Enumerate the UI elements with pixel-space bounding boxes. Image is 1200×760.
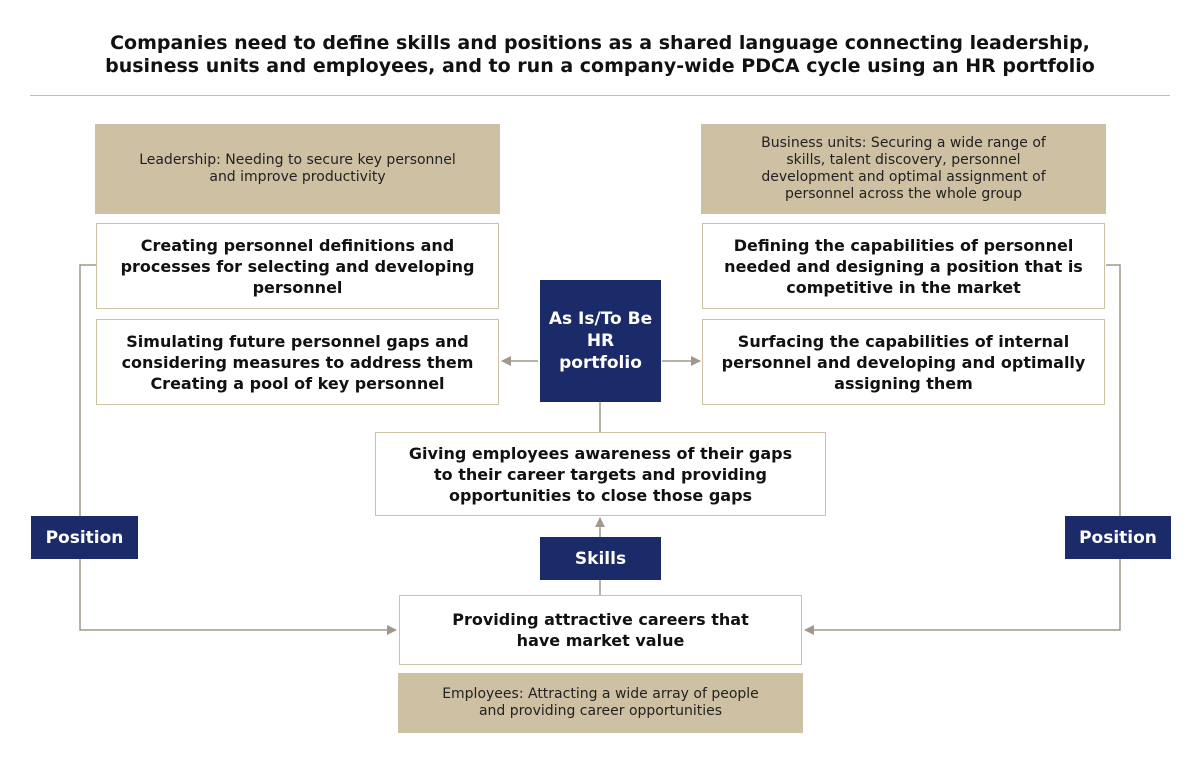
careers-box: Providing attractive careers that have m… xyxy=(399,595,802,665)
leadership-box-simulating: Simulating future personnel gaps and con… xyxy=(96,319,499,405)
position-label-left: Position xyxy=(31,516,138,559)
business-units-box-surfacing: Surfacing the capabilities of internal p… xyxy=(702,319,1105,405)
right-loop-connector xyxy=(804,264,1121,635)
business-units-box-defining: Defining the capabilities of personnel n… xyxy=(702,223,1105,309)
employees-footer: Employees: Attracting a wide array of pe… xyxy=(398,673,803,733)
position-label-right: Position xyxy=(1065,516,1171,559)
leadership-header: Leadership: Needing to secure key person… xyxy=(95,124,500,214)
employee-gaps-box: Giving employees awareness of their gaps… xyxy=(375,432,826,516)
left-loop-connector xyxy=(79,264,397,635)
business-units-header: Business units: Securing a wide range of… xyxy=(701,124,1106,214)
skills-label: Skills xyxy=(540,537,661,580)
leadership-box-definitions: Creating personnel definitions and proce… xyxy=(96,223,499,309)
hr-portfolio-box: As Is/To Be HR portfolio xyxy=(540,280,661,402)
title-divider xyxy=(30,95,1170,96)
diagram-title: Companies need to define skills and posi… xyxy=(105,32,1095,77)
